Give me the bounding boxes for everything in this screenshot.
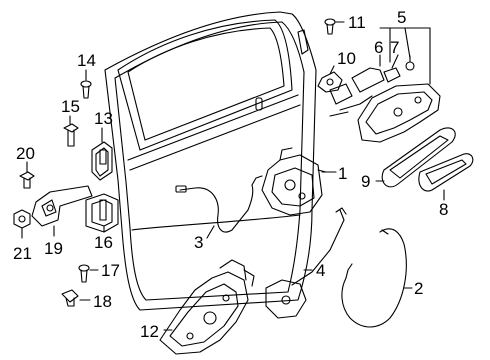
door-panel (104, 11, 317, 311)
part-2-inside-handle-cable (341, 228, 413, 328)
part-14-bolt (80, 69, 92, 99)
part-13-upper-hinge (91, 127, 113, 181)
callout-11: 11 (348, 13, 366, 32)
callout-7: 7 (390, 38, 399, 57)
callout-12: 12 (140, 322, 159, 341)
callout-16: 16 (94, 233, 113, 252)
callout-14: 14 (77, 51, 96, 70)
callout-1: 1 (338, 164, 347, 183)
callout-21: 21 (13, 244, 32, 263)
callout-9: 9 (361, 172, 370, 191)
callout-10: 10 (337, 49, 356, 68)
part-3-door-lock-cable (175, 175, 263, 239)
callout-4: 4 (316, 261, 325, 280)
part-7-handle-clip (383, 67, 401, 83)
part-8-outside-handle-cover (418, 153, 474, 201)
callout-17: 17 (101, 261, 120, 280)
part-1-door-lock-actuator (261, 147, 337, 216)
part-11-screw (324, 18, 345, 35)
part-21-nut (13, 209, 31, 239)
callout-2: 2 (414, 279, 423, 298)
part-6-handle-bracket (351, 67, 385, 93)
callout-20: 20 (16, 144, 35, 163)
callout-19: 19 (44, 239, 63, 258)
part-9-handle-gasket (375, 127, 456, 188)
callout-13: 13 (94, 109, 113, 128)
callout-6: 6 (374, 38, 383, 57)
callout-3: 3 (194, 233, 203, 252)
callout-8: 8 (439, 200, 448, 219)
part-12-window-regulator (159, 259, 255, 355)
part-19-door-check (31, 185, 93, 237)
part-10-bracket (317, 65, 343, 93)
part-15-bolt (63, 115, 79, 147)
part-5-outside-handle-assembly (329, 27, 441, 143)
callout-15: 15 (61, 97, 80, 116)
part-16-lower-hinge (85, 193, 119, 233)
part-20-bolt (19, 161, 35, 189)
part-18-bolt (61, 289, 91, 307)
part-17-screw (78, 264, 99, 283)
callout-18: 18 (93, 292, 112, 311)
callout-5: 5 (397, 8, 406, 27)
callout-labels: 1 2 3 4 5 6 7 8 9 10 11 12 13 14 15 16 1… (13, 8, 448, 341)
part-4-door-lock-rod (265, 207, 347, 319)
